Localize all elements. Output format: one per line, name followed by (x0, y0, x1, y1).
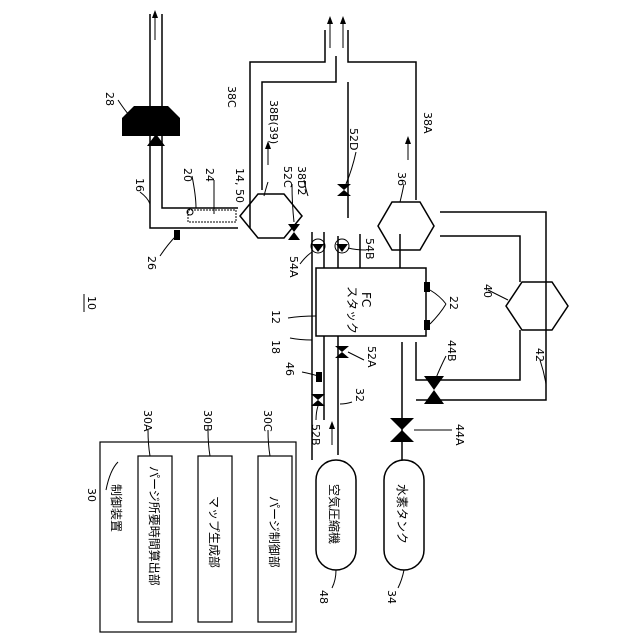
label-32: 32 (353, 388, 366, 402)
controller-title: 制御装置 (109, 484, 124, 532)
valve-52D (337, 184, 351, 196)
label-30: 30 (85, 488, 98, 502)
label-46: 46 (283, 362, 296, 376)
circulation-line-42 (416, 212, 546, 400)
arrow-head-duct-right (340, 16, 346, 24)
label-48: 48 (317, 590, 330, 604)
label-54B: 54B (363, 238, 376, 260)
label-42: 42 (533, 348, 546, 362)
valve-52B (311, 394, 325, 406)
unit-30A-label: パージ所要時間算出部 (147, 466, 162, 586)
label-38A: 38A (421, 112, 434, 134)
arrow-head-38A (405, 136, 411, 144)
exhaust-line-16-inner (162, 14, 238, 208)
label-16: 16 (133, 178, 146, 192)
label-38D2: 38D2 (295, 166, 308, 195)
label-system-ref: 10 (85, 296, 98, 310)
compressor-label: 空気圧縮機 (327, 484, 342, 544)
stack-label-name: スタック (345, 286, 359, 334)
label-12: 12 (269, 310, 282, 324)
label-38B: 38B(39) (267, 100, 280, 144)
unit-30C-label: パージ制御部 (267, 496, 282, 568)
arrow-head-duct-left (327, 16, 333, 24)
label-40: 40 (481, 284, 494, 298)
label-54A: 54A (287, 256, 300, 278)
unit-30B-label: マップ生成部 (207, 496, 222, 568)
actuator-dome (122, 106, 180, 118)
label-28: 28 (103, 92, 116, 106)
stack-label-fc: FC (359, 292, 373, 307)
arrow-head-16 (152, 10, 158, 18)
label-34: 34 (385, 590, 398, 604)
label-36: 36 (395, 172, 408, 186)
label-52A: 52A (365, 346, 378, 368)
label-26: 26 (145, 256, 158, 270)
label-30B: 30B (201, 410, 214, 432)
label-38C: 38C (225, 86, 238, 108)
label-18: 18 (269, 340, 282, 354)
label-52D: 52D (347, 128, 360, 150)
label-22: 22 (447, 296, 460, 310)
label-44A: 44A (453, 424, 466, 446)
sensor-26 (174, 230, 180, 240)
labels: 10 28 16 20 24 14, 50 26 38C 38B(39) 52C… (84, 86, 546, 604)
arrow-head-air (329, 421, 335, 429)
label-52C: 52C (281, 166, 294, 188)
label-14-50: 14, 50 (233, 168, 246, 203)
valve-52A (335, 346, 349, 358)
stack-port-bottom (424, 320, 430, 330)
stack-port-top (424, 282, 430, 292)
label-30A: 30A (141, 410, 154, 432)
hydrogen-tank-label: 水素タンク (395, 484, 409, 544)
check-valve-54A (311, 239, 325, 253)
sensor-46 (316, 372, 322, 382)
valve-28 (122, 106, 180, 146)
label-30C: 30C (261, 410, 274, 432)
pipework (150, 14, 546, 460)
label-24: 24 (203, 168, 216, 182)
hex-component-40 (506, 282, 568, 330)
label-52B: 52B (309, 424, 322, 446)
circulation-line-44B (416, 330, 520, 380)
circulation-line-40 (440, 236, 520, 282)
valve-44A (390, 418, 414, 442)
label-20: 20 (181, 168, 194, 182)
hex-component-36 (378, 202, 434, 250)
check-valve-54B (335, 239, 349, 253)
heater-24 (188, 210, 236, 222)
label-44B: 44B (445, 340, 458, 362)
